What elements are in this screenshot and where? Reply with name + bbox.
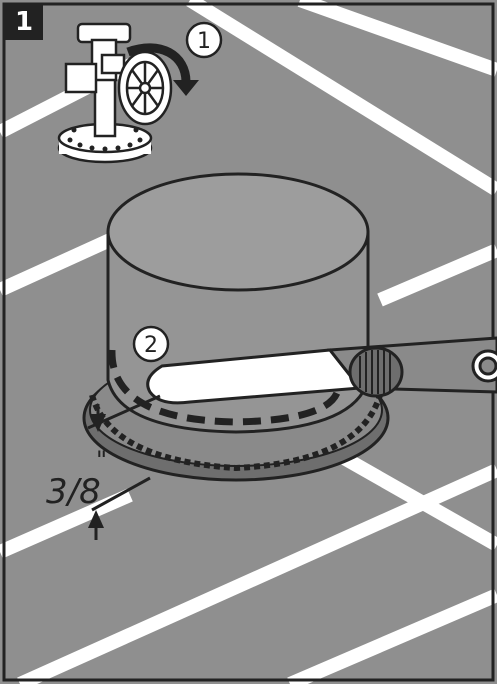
measurement-guide — [87, 394, 161, 540]
valve-icon — [57, 22, 173, 164]
grout-line — [0, 233, 113, 297]
rotation-arrow-icon — [126, 43, 199, 96]
grout-line — [186, 0, 497, 196]
measurement-label: 3/8 — [46, 472, 101, 512]
callout-1-label: 1 — [197, 29, 211, 54]
utility-knife-icon — [146, 336, 497, 405]
grout-line — [287, 588, 497, 684]
callout-2-label: 2 — [144, 333, 158, 358]
grout-line — [297, 0, 497, 77]
grout-line — [0, 488, 133, 559]
step-number-badge: 1 — [5, 5, 43, 40]
callout-circle-1 — [185, 21, 223, 59]
callout-circle-2 — [132, 325, 170, 363]
grout-line — [377, 243, 497, 307]
grout-line — [17, 463, 497, 684]
cut-line — [108, 349, 342, 426]
measurement-unit: " — [96, 446, 107, 474]
grout-line — [326, 443, 497, 552]
